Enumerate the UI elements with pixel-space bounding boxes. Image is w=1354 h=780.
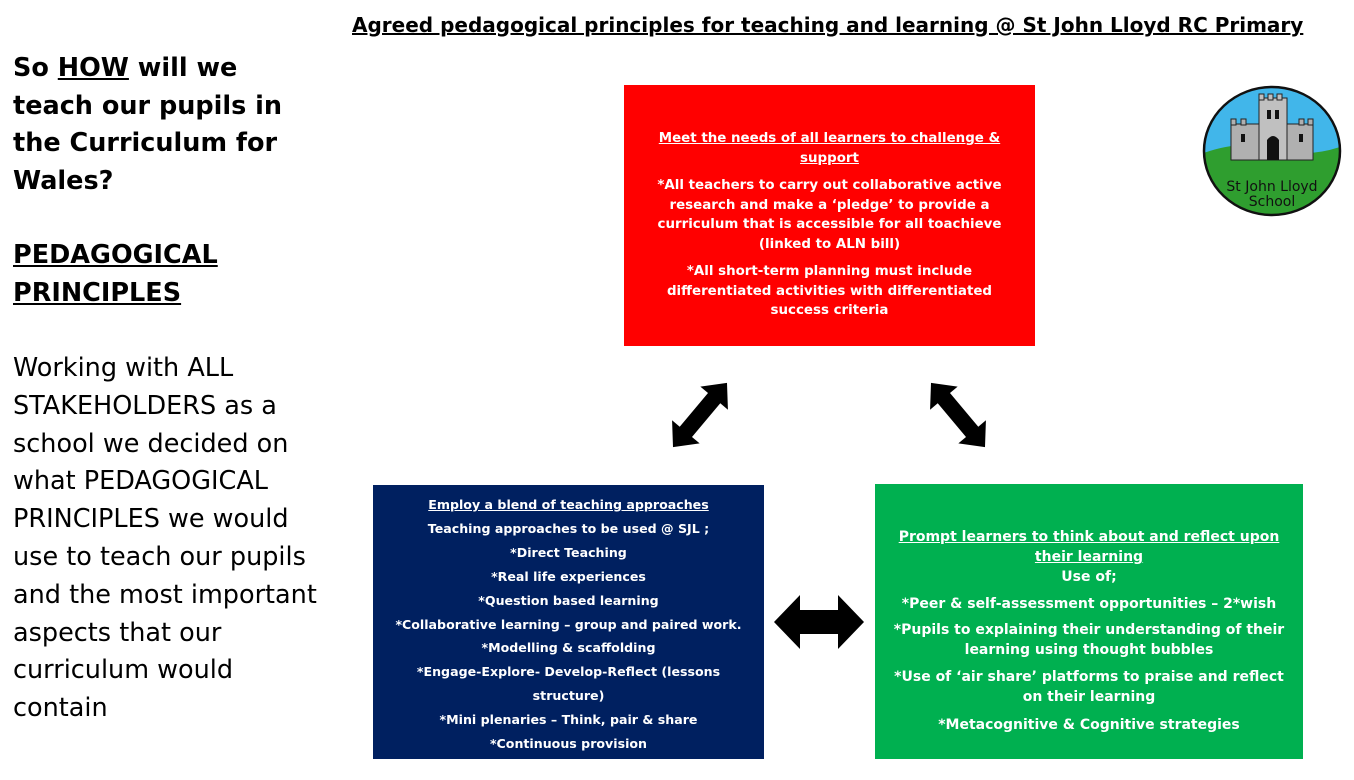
green-box-item: *Metacognitive & Cognitive strategies	[938, 716, 1240, 733]
logo-text-line2: School	[1249, 194, 1295, 210]
green-box-item: *Use of ‘air share’ platforms to praise …	[894, 669, 1284, 706]
double-arrow-icon	[930, 382, 986, 448]
blue-box-title: Employ a blend of teaching approaches	[428, 497, 709, 512]
intro-panel: So HOW will we teach our pupils in the C…	[13, 50, 318, 728]
page-title: Agreed pedagogical principles for teachi…	[352, 13, 1304, 37]
intro-question-emphasis: HOW	[57, 53, 129, 83]
blue-box-item: *Direct Teaching	[510, 544, 627, 560]
blue-box-item: *Question based learning	[478, 592, 659, 608]
needs-of-learners-box: Meet the needs of all learners to challe…	[624, 85, 1035, 346]
blue-box-item: *Mini plenaries – Think, pair & share	[439, 712, 698, 728]
blue-box-item: *Technology in the classroom	[464, 759, 673, 775]
teaching-approaches-box: Employ a blend of teaching approaches Te…	[373, 485, 764, 775]
red-box-item: *All teachers to carry out collaborative…	[657, 178, 1002, 252]
blue-box-item: *Collaborative learning – group and pair…	[395, 616, 742, 632]
intro-body: Working with ALL STAKEHOLDERS as a schoo…	[13, 353, 317, 724]
blue-box-item: *Modelling & scaffolding	[481, 640, 656, 656]
intro-question-end: will we teach our pupils in the Curricul…	[13, 53, 283, 196]
double-arrow-icon	[672, 382, 728, 448]
section-heading: PEDAGOGICAL PRINCIPLES	[13, 240, 218, 308]
intro-question-start: So	[13, 53, 58, 83]
green-box-item: *Pupils to explaining their understandin…	[893, 621, 1285, 659]
red-box-title: Meet the needs of all learners to challe…	[658, 131, 1001, 166]
school-logo: St John Lloyd School	[1202, 85, 1342, 217]
logo-text-line1: St John Lloyd	[1226, 179, 1317, 195]
reflection-box: Prompt learners to think about and refle…	[875, 484, 1303, 759]
green-box-title: Prompt learners to think about and refle…	[898, 529, 1280, 566]
intro-question: So HOW will we teach our pupils in the C…	[13, 50, 318, 200]
red-box-item: *All short-term planning must include di…	[666, 264, 993, 318]
double-arrow-icon	[774, 595, 864, 649]
green-box-intro: Use of;	[1061, 569, 1117, 586]
blue-box-item: *Continuous provision	[489, 736, 648, 752]
blue-box-item: *Engage-Explore- Develop-Reflect (lesson…	[416, 664, 721, 704]
blue-box-item: *Real life experiences	[491, 568, 646, 584]
blue-box-intro: Teaching approaches to be used @ SJL ;	[427, 520, 710, 536]
green-box-item: *Peer & self-assessment opportunities – …	[901, 595, 1277, 612]
